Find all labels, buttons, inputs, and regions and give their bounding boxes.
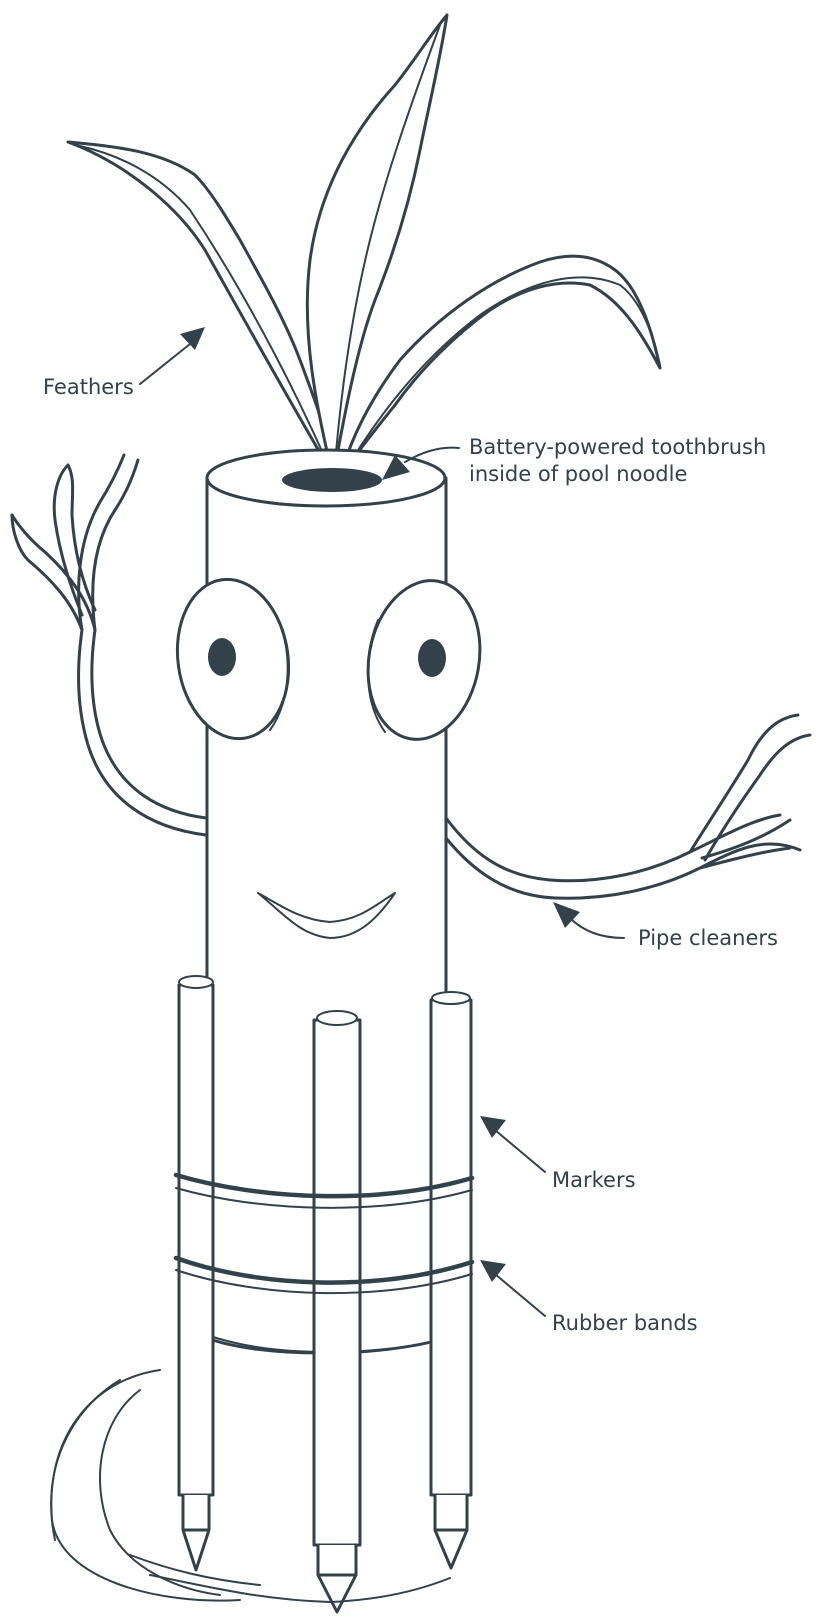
marker-left-tip: [183, 1495, 209, 1570]
feathers-drawing: [68, 15, 660, 478]
motion-line-3: [51, 1380, 120, 1540]
label-toothbrush-line2: inside of pool noodle: [469, 462, 687, 486]
marker-left-cap: [179, 976, 213, 988]
label-rubber-bands: Rubber bands: [552, 1311, 698, 1335]
noodle-hole: [282, 468, 382, 492]
marker-center-cap: [317, 1011, 357, 1025]
arrow-feathers: [140, 340, 195, 384]
eye-left-pupil: [208, 638, 236, 676]
label-feathers: Feathers: [43, 375, 134, 399]
label-pipe-cleaners: Pipe cleaners: [638, 926, 778, 950]
pipe-cleaner-right: [446, 715, 810, 898]
label-markers: Markers: [552, 1168, 636, 1192]
arrow-feathers-head: [180, 327, 205, 350]
marker-right-cap: [432, 992, 470, 1004]
arrow-markers: [495, 1130, 545, 1172]
motion-lines: [51, 1370, 450, 1602]
eye-right-pupil: [418, 639, 446, 677]
arrow-rubber-bands: [495, 1274, 545, 1316]
arrow-pipe-cleaners: [570, 918, 624, 938]
motion-line-4: [150, 1575, 450, 1602]
marker-right: [431, 1000, 471, 1495]
label-toothbrush-line1: Battery-powered toothbrush: [469, 435, 766, 459]
marker-right-tip: [435, 1495, 467, 1568]
marker-left: [179, 985, 213, 1495]
feather-left: [68, 142, 335, 478]
